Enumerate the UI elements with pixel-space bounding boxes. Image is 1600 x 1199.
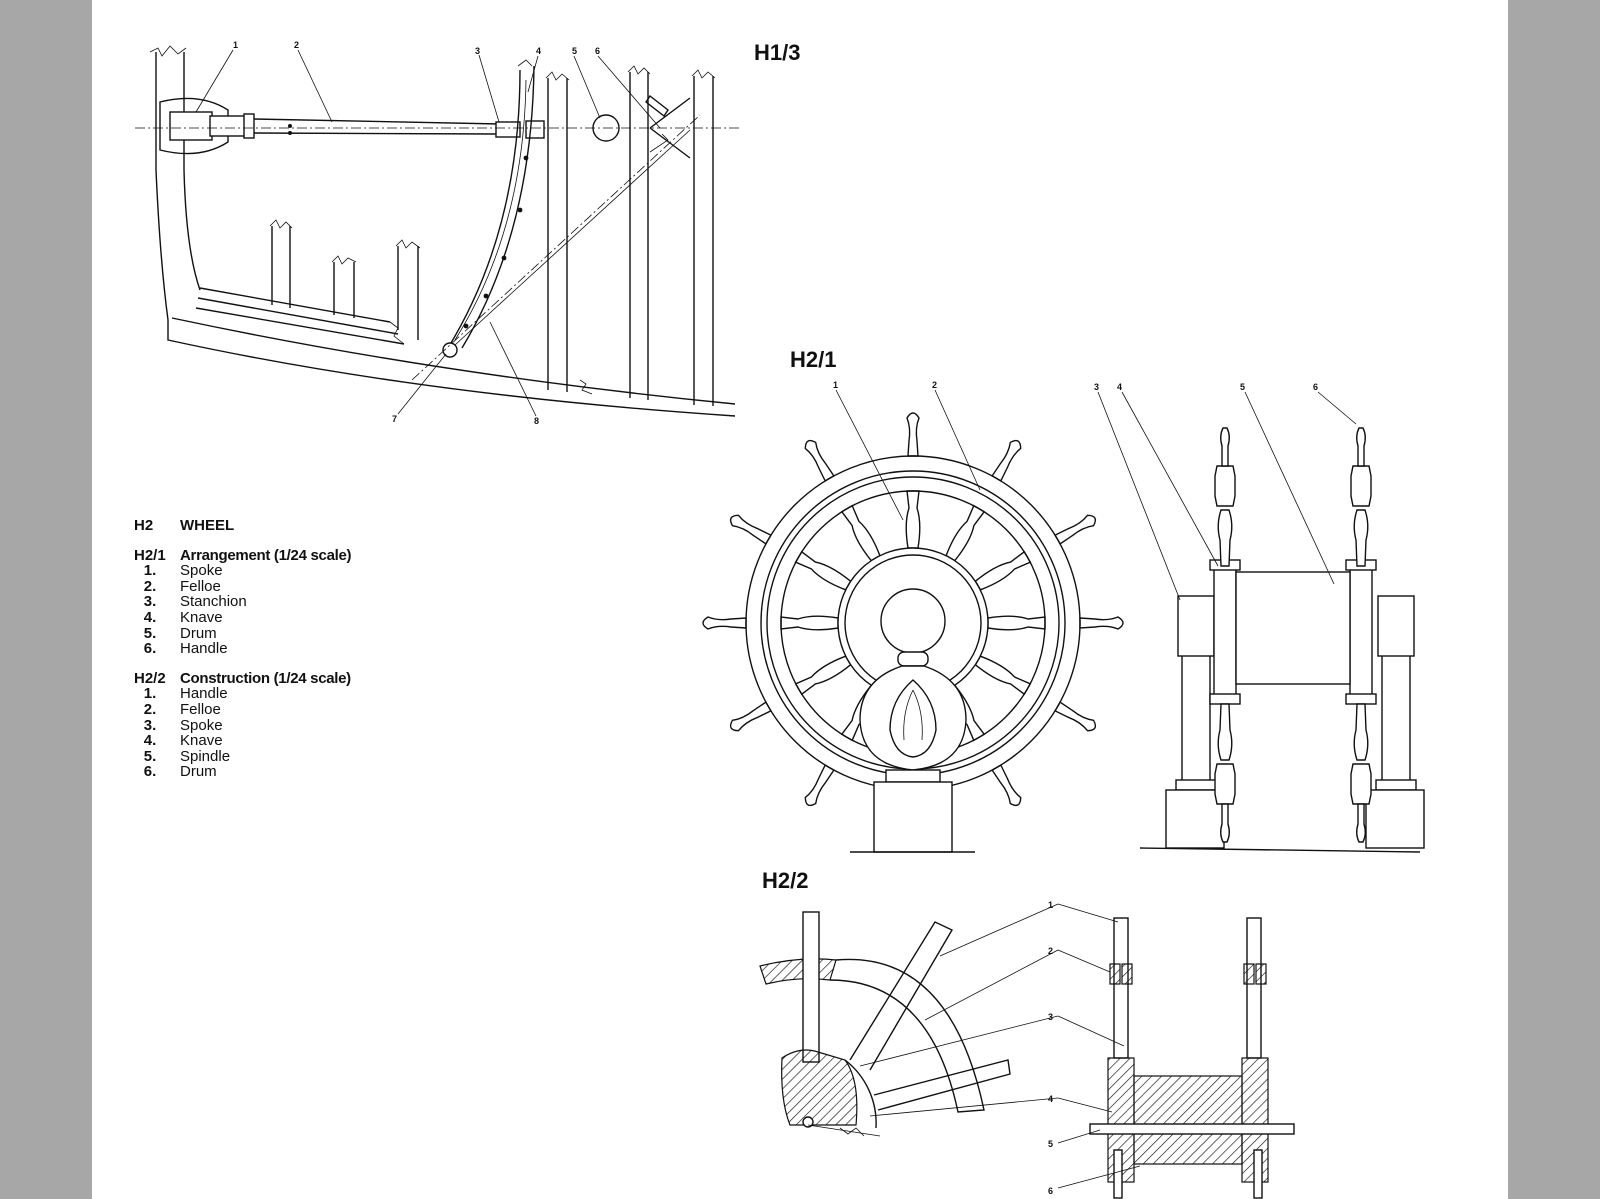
list-item: 6.Drum <box>143 763 217 781</box>
wheel-spoke <box>974 514 1097 591</box>
drum-section <box>1089 917 1295 1199</box>
callout-h2-2-1: 1 <box>1048 900 1053 910</box>
list-item: 1.Handle <box>143 685 228 703</box>
wheel-spoke <box>974 655 1097 732</box>
callout-h1-3-4: 4 <box>536 46 541 56</box>
side-spoke-part <box>1214 465 1236 507</box>
legend: H2 WHEEL H2/1 Arrangement (1/24 scale) 1… <box>134 518 434 780</box>
callout-h1-3-8: 8 <box>534 416 539 426</box>
side-spoke-part <box>1220 427 1230 467</box>
stern-break <box>149 45 187 57</box>
stern-frame <box>183 52 201 291</box>
wheel-spoke <box>729 655 852 732</box>
wheel-side-view <box>1139 427 1425 853</box>
side-spoke-part <box>1220 803 1230 843</box>
tiller-assembly <box>135 97 740 155</box>
hull-outer-line <box>155 52 736 417</box>
callouts-h2-2: 1 2 3 4 5 6 <box>859 900 1141 1196</box>
callout-h2-1-1: 1 <box>833 380 838 390</box>
figure-h2-1: H2/1 <box>702 347 1425 853</box>
callout-h2-1-3: 3 <box>1094 382 1099 392</box>
list-item: 3.Stanchion <box>143 593 247 611</box>
callout-h2-1-6: 6 <box>1313 382 1318 392</box>
side-spoke-part <box>1217 703 1233 761</box>
callout-h1-3-7: 7 <box>392 414 397 424</box>
callouts-h1-3: 1 2 3 4 5 6 7 8 <box>195 40 661 426</box>
side-spoke-part <box>1350 763 1372 805</box>
list-item: 1.Spoke <box>143 562 223 580</box>
legend-group-code: H2/1 <box>134 546 166 564</box>
callout-h2-2-3: 3 <box>1048 1012 1053 1022</box>
wheel-spoke <box>987 615 1124 631</box>
side-spoke-part <box>1353 703 1369 761</box>
wheel-spoke <box>729 514 852 591</box>
callout-h2-1-5: 5 <box>1240 382 1245 392</box>
list-item: 6.Handle <box>143 640 228 658</box>
side-spoke-part <box>1356 803 1366 843</box>
callouts-h2-1: 1 2 3 4 5 6 <box>833 380 1357 601</box>
legend-group-construction: H2/2 Construction (1/24 scale) 1.Handle … <box>134 671 434 780</box>
list-item: 2.Felloe <box>143 577 221 595</box>
callout-h2-1-2: 2 <box>932 380 937 390</box>
figure-title-h2-1: H2/1 <box>790 347 836 372</box>
hull-inner-line <box>171 317 736 405</box>
callout-h2-2-6: 6 <box>1048 1186 1053 1196</box>
list-item: 5.Spindle <box>143 747 231 765</box>
legend-title: WHEEL <box>180 517 235 534</box>
callout-h2-2-2: 2 <box>1048 946 1053 956</box>
callout-h1-3-5: 5 <box>572 46 577 56</box>
figure-title-h1-3: H1/3 <box>754 40 800 65</box>
legend-group-title: Construction (1/24 scale) <box>180 669 351 687</box>
figure-h1-3: H1/3 <box>135 40 800 426</box>
side-spoke-part <box>1356 427 1366 467</box>
list-item: 4.Knave <box>143 732 223 750</box>
wheel-spoke <box>905 412 921 549</box>
callout-h1-3-3: 3 <box>475 46 480 56</box>
side-spoke-part <box>1353 509 1369 567</box>
list-item: 4.Knave <box>143 608 223 626</box>
callout-h1-3-2: 2 <box>294 40 299 50</box>
callout-h2-1-4: 4 <box>1117 382 1122 392</box>
wheel-spoke <box>702 615 839 631</box>
callout-h1-3-6: 6 <box>595 46 600 56</box>
figure-title-h2-2: H2/2 <box>762 868 808 893</box>
callout-h1-3-1: 1 <box>233 40 238 50</box>
figure-h2-2: H2/2 <box>759 868 1295 1199</box>
legend-group-title: Arrangement (1/24 scale) <box>180 546 352 564</box>
wheel-spoke <box>804 439 881 562</box>
legend-header: H2 WHEEL <box>134 518 434 534</box>
wheel-quarter-section <box>759 911 1011 1137</box>
legend-group-arrangement: H2/1 Arrangement (1/24 scale) 1.Spoke 2.… <box>134 546 434 658</box>
side-spoke-part <box>1217 509 1233 567</box>
list-item: 3.Spoke <box>143 716 223 734</box>
stanchions <box>269 65 716 406</box>
sweep-quadrant <box>411 59 701 395</box>
callout-h2-2-4: 4 <box>1048 1094 1053 1104</box>
wheel-front-view <box>702 412 1124 853</box>
wheel-spoke <box>945 439 1022 562</box>
list-item: 2.Felloe <box>143 700 221 718</box>
side-spoke-part <box>1350 465 1372 507</box>
side-spoke-part <box>1214 763 1236 805</box>
legend-group-code: H2/2 <box>134 669 166 687</box>
list-item: 5.Drum <box>143 624 217 642</box>
callout-h2-2-5: 5 <box>1048 1139 1053 1149</box>
legend-code: H2 <box>134 517 154 534</box>
